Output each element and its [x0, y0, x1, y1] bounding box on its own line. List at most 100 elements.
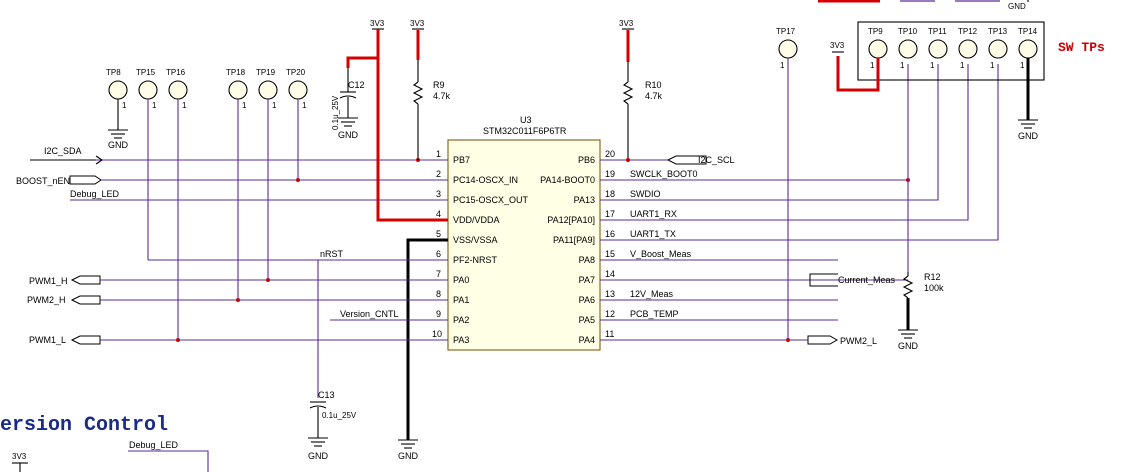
net-version-cntl[interactable]: Version_CNTL: [330, 309, 448, 321]
tp18-label: TP18: [226, 68, 246, 77]
tp17-pin: 1: [780, 61, 785, 70]
tp9-3v3-label: 3V3: [830, 41, 845, 50]
tp9-label: TP9: [868, 27, 883, 36]
version-control-section: ersion Control Debug_LED 3V3: [0, 414, 209, 472]
ic-u3-body[interactable]: [447, 139, 601, 351]
tp8-gnd: GND: [108, 140, 129, 150]
sw-tp-box[interactable]: SW TPs TP9 1 3V3 TP10 1 TP11 1 TP12 1 TP…: [830, 21, 1105, 141]
c13-value: 0.1u_25V: [322, 411, 357, 420]
power-3v3-c12: 3V3: [370, 19, 385, 58]
net-uart1-tx[interactable]: UART1_TX: [600, 64, 999, 241]
resistor-r10[interactable]: 3V3 R10 4.7k: [619, 19, 663, 160]
tp12-label: TP12: [958, 27, 978, 36]
resistor-r9[interactable]: 3V3 R9 4.7k: [410, 19, 451, 160]
ic-pin-name: PA8: [579, 255, 595, 265]
tp20-label: TP20: [286, 68, 306, 77]
net-vss[interactable]: GND: [398, 238, 448, 461]
ic-pin-name: PA0: [453, 275, 469, 285]
net-label-pwm1-h: PWM1_H: [29, 276, 68, 286]
net-label-swclk-boot0: SWCLK_BOOT0: [630, 169, 698, 179]
ic-pin-name: PA6: [579, 295, 595, 305]
tp16-pin: 1: [182, 101, 187, 110]
tp14-pin: 1: [1020, 61, 1025, 70]
capacitor-c12[interactable]: C12 GND 0.1u_25V: [331, 68, 365, 140]
debug-led-bottom-label: Debug_LED: [129, 440, 179, 450]
tp14[interactable]: TP14 1 GND: [1018, 27, 1039, 141]
c12-value: 0.1u_25V: [331, 95, 340, 130]
tp10-label: TP10: [898, 27, 918, 36]
r10-value: 4.7k: [645, 91, 663, 101]
c12-3v3-label: 3V3: [370, 19, 385, 28]
ic-pin-name: PA7: [579, 275, 595, 285]
c13-gnd: GND: [308, 451, 329, 461]
net-pwm1-h[interactable]: PWM1_H: [29, 275, 448, 286]
tp13-label: TP13: [988, 27, 1008, 36]
net-pcb-temp[interactable]: PCB_TEMP: [600, 309, 838, 321]
tp11[interactable]: TP11 1: [928, 27, 948, 70]
net-nrst[interactable]: nRST: [148, 249, 448, 398]
net-i2c-scl[interactable]: I2C_SCL: [600, 155, 735, 165]
tp18[interactable]: TP18 1: [226, 68, 248, 300]
net-swclk-boot0[interactable]: SWCLK_BOOT0: [600, 169, 910, 182]
tp18-pin: 1: [242, 101, 247, 110]
tp8[interactable]: TP8 1 GND: [106, 68, 129, 150]
tp19[interactable]: TP19 1: [256, 68, 278, 280]
ic-pin-name: PA5: [579, 315, 595, 325]
net-label-debug-led: Debug_LED: [70, 189, 120, 199]
net-pwm2-h[interactable]: PWM2_H: [27, 295, 448, 305]
net-label-current-meas: Current_Meas: [838, 275, 896, 285]
ic-pin-number: 4: [436, 209, 441, 219]
tp14-gnd: GND: [1018, 131, 1039, 141]
tp17[interactable]: TP17 1: [776, 27, 798, 340]
ic-u3-part: STM32C011F6P6TR: [483, 126, 567, 136]
net-swdio[interactable]: SWDIO: [600, 64, 939, 201]
resistor-r12[interactable]: GND R12 100k: [898, 64, 944, 351]
ic-pin-name: PA2: [453, 315, 469, 325]
tp12[interactable]: TP12 1: [958, 27, 978, 70]
ic-pin-number: 7: [436, 269, 441, 279]
ic-pin-number: 14: [605, 269, 615, 279]
ic-pin-name: PB6: [578, 155, 595, 165]
ic-pin-number: 2: [436, 169, 441, 179]
net-v-boost-meas[interactable]: V_Boost_Meas: [600, 249, 838, 261]
tp16[interactable]: TP16 1: [166, 68, 188, 340]
tp14-label: TP14: [1018, 27, 1038, 36]
tp15[interactable]: TP15 1: [136, 68, 158, 260]
tp10[interactable]: TP10 1: [898, 27, 918, 70]
version-control-title: ersion Control: [0, 414, 168, 437]
ic-pin-number: 6: [436, 249, 441, 259]
ic-pin-name: VSS/VSSA: [453, 235, 498, 245]
ic-pin-name: PA1: [453, 295, 469, 305]
net-pwm1-l[interactable]: PWM1_L: [29, 335, 448, 345]
ic-u3[interactable]: U3 STM32C011F6P6TR 1PB72PC14-OSCX_IN3PC1…: [432, 115, 615, 351]
gnd-top-label: GND: [1008, 2, 1026, 11]
net-label-v-boost-meas: V_Boost_Meas: [630, 249, 692, 259]
net-boost-nen[interactable]: BOOST_nEN: [16, 175, 448, 186]
net-label-swdio: SWDIO: [630, 189, 661, 199]
ic-pin-name: PF2-NRST: [453, 255, 498, 265]
ic-right-pins: 20PB619PA14-BOOT018PA1317PA12[PA10]16PA1…: [540, 149, 615, 345]
r9-3v3-label: 3V3: [410, 19, 425, 28]
top-partial-lines: GND: [818, 0, 1029, 11]
ic-pin-number: 19: [605, 169, 615, 179]
tp9[interactable]: TP9 1 3V3: [830, 27, 888, 92]
net-label-pwm2-h: PWM2_H: [27, 295, 66, 305]
tp20[interactable]: TP20 1: [286, 68, 308, 180]
net-current-meas[interactable]: Current_Meas: [600, 273, 908, 287]
tp9-pin: 1: [870, 61, 875, 70]
net-label-i2c-scl: I2C_SCL: [698, 155, 735, 165]
net-pwm2-l[interactable]: PWM2_L: [600, 335, 877, 346]
tp13[interactable]: TP13 1: [988, 27, 1008, 70]
net-uart1-rx[interactable]: UART1_RX: [600, 64, 969, 221]
net-12v-meas[interactable]: 12V_Meas: [600, 289, 838, 301]
net-label-version-cntl: Version_CNTL: [340, 309, 399, 319]
net-debug-led[interactable]: Debug_LED: [70, 189, 448, 201]
tp19-pin: 1: [272, 101, 277, 110]
r9-value: 4.7k: [433, 91, 451, 101]
capacitor-c13[interactable]: C13 0.1u_25V GND: [308, 390, 357, 461]
ic-pin-number: 13: [605, 289, 615, 299]
ic-pin-number: 9: [436, 309, 441, 319]
gnd-label-vss: GND: [398, 451, 419, 461]
tp12-pin: 1: [960, 61, 965, 70]
ic-pin-number: 10: [432, 329, 442, 339]
